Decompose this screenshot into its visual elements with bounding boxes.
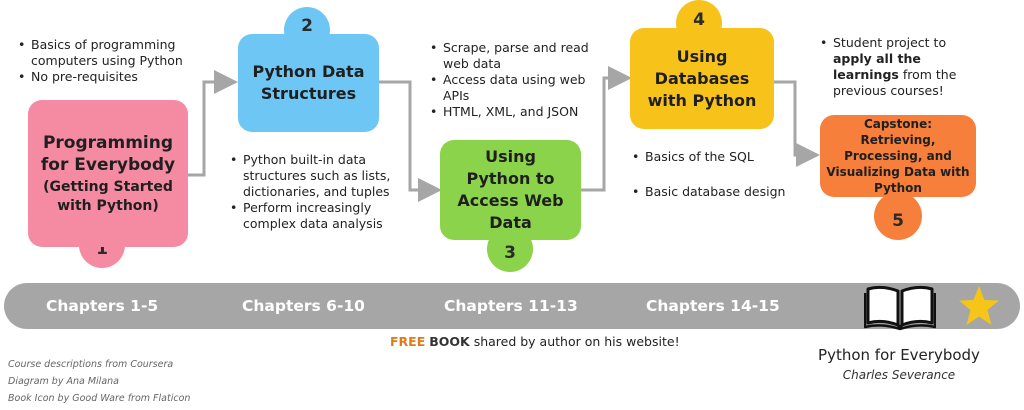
free-label: FREE bbox=[390, 334, 426, 349]
step-1-title: Programming for Everybody bbox=[40, 132, 176, 175]
step-4-notes: Basics of the SQL Basic database design bbox=[632, 149, 802, 200]
step-5-title: Capstone: Retrieving, Processing, and Vi… bbox=[826, 117, 970, 195]
step-3-notes: Scrape, parse and read web data Access d… bbox=[430, 40, 602, 120]
step-5-number-circle: 5 bbox=[874, 192, 922, 240]
step-4-number: 4 bbox=[693, 10, 705, 30]
free-book-text: shared by author on his website! bbox=[473, 334, 680, 349]
step-5-note-post: from the previous courses! bbox=[833, 67, 957, 98]
chapter-label-3: Chapters 11-13 bbox=[444, 297, 578, 315]
step-2-title: Python Data Structures bbox=[252, 62, 365, 103]
step-3-box: Using Python to Access Web Data bbox=[440, 140, 581, 240]
arrow-4-to-5 bbox=[774, 80, 820, 167]
arrow-2-to-3 bbox=[379, 80, 442, 202]
chapter-label-1: Chapters 1-5 bbox=[46, 297, 159, 315]
step-3-number: 3 bbox=[504, 243, 516, 263]
star-icon bbox=[959, 286, 999, 325]
step-1-box: Programming for Everybody (Getting Start… bbox=[28, 100, 188, 247]
list-item: Basic database design bbox=[632, 184, 802, 200]
list-item: Student project to apply all the learnin… bbox=[820, 35, 970, 99]
chapter-label-4: Chapters 14-15 bbox=[646, 297, 780, 315]
step-5-note-pre: Student project to bbox=[833, 35, 947, 50]
step-5-number: 5 bbox=[892, 211, 904, 231]
list-item: Access data using web APIs bbox=[430, 72, 602, 104]
step-2-notes: Python built-in data structures such as … bbox=[230, 152, 400, 232]
list-item: Scrape, parse and read web data bbox=[430, 40, 602, 72]
step-1-notes: Basics of programming computers using Py… bbox=[18, 37, 198, 85]
chapter-label-2: Chapters 6-10 bbox=[242, 297, 365, 315]
step-2-box: Python Data Structures bbox=[238, 34, 379, 132]
open-book-icon bbox=[864, 285, 936, 331]
credit-coursera: Course descriptions from Coursera bbox=[8, 359, 174, 370]
free-book-note: FREE BOOK shared by author on his websit… bbox=[390, 334, 680, 349]
book-title: Python for Everybody bbox=[818, 346, 980, 364]
arrow-1-to-2 bbox=[188, 70, 238, 177]
step-2-number: 2 bbox=[301, 16, 313, 36]
chapters-bar bbox=[4, 283, 1020, 329]
list-item: Basics of the SQL bbox=[632, 149, 802, 165]
list-item: Basics of programming computers using Py… bbox=[18, 37, 198, 69]
list-item: No pre-requisites bbox=[18, 69, 198, 85]
step-5-notes: Student project to apply all the learnin… bbox=[820, 35, 970, 99]
list-item: HTML, XML, and JSON bbox=[430, 104, 602, 120]
arrow-3-to-4 bbox=[581, 66, 632, 192]
step-4-box: Using Databases with Python bbox=[630, 28, 774, 129]
list-item: Perform increasingly complex data analys… bbox=[230, 200, 400, 232]
step-4-title: Using Databases with Python bbox=[647, 46, 757, 110]
step-5-box: Capstone: Retrieving, Processing, and Vi… bbox=[820, 115, 976, 197]
step-1-number: 1 bbox=[96, 239, 108, 259]
book-label: BOOK bbox=[429, 334, 470, 349]
credit-diagram: Diagram by Ana Milana bbox=[8, 376, 119, 387]
step-5-note-bold: apply all the learnings bbox=[833, 51, 921, 82]
credit-icon: Book Icon by Good Ware from Flaticon bbox=[8, 393, 191, 404]
step-1-subtitle: (Getting Started with Python) bbox=[43, 178, 173, 214]
step-3-title: Using Python to Access Web Data bbox=[457, 147, 564, 232]
book-author: Charles Severance bbox=[842, 368, 956, 382]
list-item: Python built-in data structures such as … bbox=[230, 152, 400, 200]
